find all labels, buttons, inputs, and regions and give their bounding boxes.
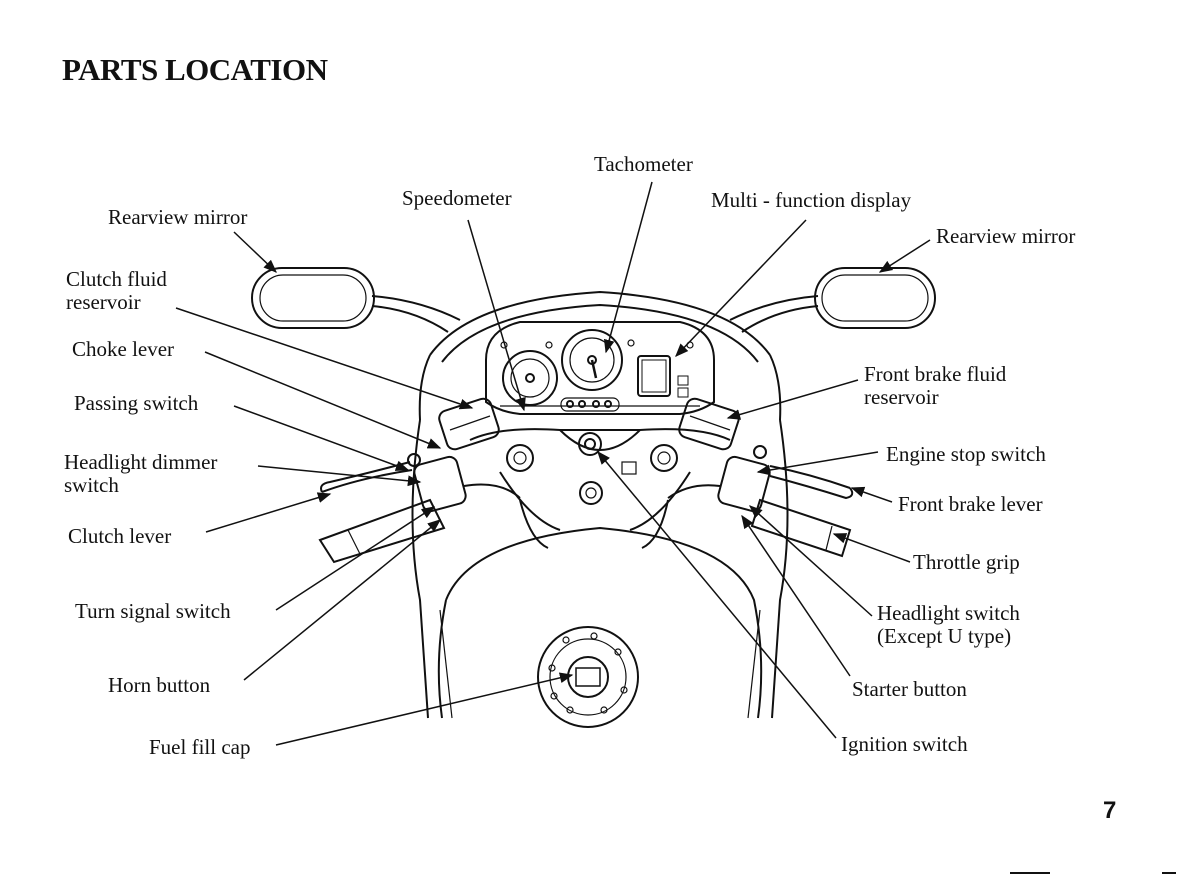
page-number: 7 xyxy=(1103,797,1117,824)
label-turn-signal-switch: Turn signal switch xyxy=(75,599,231,623)
label-headlight-dimmer-switch: Headlight dimmer switch xyxy=(64,451,217,497)
leader-tachometer xyxy=(603,181,653,354)
label-clutch-fluid-reservoir-line2: reservoir xyxy=(66,290,141,314)
label-headlight-switch-line1: Headlight switch xyxy=(877,601,1020,625)
label-starter-button: Starter button xyxy=(852,677,967,701)
leader-rearview-mirror-left xyxy=(233,231,277,273)
label-throttle-grip: Throttle grip xyxy=(913,550,1020,574)
leader-front-brake-lever xyxy=(850,486,893,503)
footer-rule-right xyxy=(1162,872,1176,874)
label-passing-switch: Passing switch xyxy=(74,391,199,415)
label-headlight-dimmer-switch-line2: switch xyxy=(64,473,119,497)
label-front-brake-lever: Front brake lever xyxy=(898,492,1043,516)
fuel-tank-outline xyxy=(445,526,763,719)
label-choke-lever: Choke lever xyxy=(72,337,175,361)
right-mirror-drawing xyxy=(729,267,936,333)
leader-turn-signal-switch xyxy=(275,506,436,611)
label-headlight-switch: Headlight switch (Except U type) xyxy=(877,602,1020,648)
label-fuel-fill-cap: Fuel fill cap xyxy=(149,735,251,759)
label-clutch-lever: Clutch lever xyxy=(68,524,172,548)
label-ignition-switch: Ignition switch xyxy=(841,732,968,756)
leader-fuel-fill-cap xyxy=(275,672,574,746)
instrument-panel-outline xyxy=(485,321,715,415)
label-tachometer: Tachometer xyxy=(594,152,693,176)
label-headlight-switch-line2: (Except U type) xyxy=(877,624,1012,648)
leader-multi-function-display xyxy=(675,219,807,357)
leader-lines xyxy=(175,181,931,746)
leader-choke-lever xyxy=(204,351,442,449)
leader-headlight-dimmer-switch xyxy=(257,465,422,487)
label-engine-stop-switch: Engine stop switch xyxy=(886,442,1046,466)
leader-horn-button xyxy=(243,519,442,681)
leader-front-brake-fluid-reservoir xyxy=(726,379,859,420)
label-clutch-fluid-reservoir: Clutch fluid reservoir xyxy=(66,268,167,314)
label-speedometer: Speedometer xyxy=(402,186,512,210)
label-horn-button: Horn button xyxy=(108,673,211,697)
label-rearview-mirror-left: Rearview mirror xyxy=(108,205,248,229)
footer-rule xyxy=(1010,872,1050,874)
label-front-brake-fluid-reservoir: Front brake fluid reservoir xyxy=(864,363,1006,409)
label-front-brake-fluid-reservoir-line1: Front brake fluid xyxy=(864,362,1007,386)
leader-starter-button xyxy=(741,514,851,677)
leader-throttle-grip xyxy=(832,533,911,563)
label-headlight-dimmer-switch-line1: Headlight dimmer xyxy=(64,450,218,474)
label-rearview-mirror-right: Rearview mirror xyxy=(936,224,1076,248)
leader-headlight-switch xyxy=(748,505,873,617)
label-multi-function-display: Multi - function display xyxy=(711,188,912,212)
leader-engine-stop-switch xyxy=(756,451,879,476)
label-clutch-fluid-reservoir-line1: Clutch fluid xyxy=(66,267,167,291)
leader-passing-switch xyxy=(233,405,410,471)
leader-clutch-fluid-reservoir xyxy=(175,307,474,410)
leader-speedometer xyxy=(467,219,526,412)
leader-ignition-switch xyxy=(597,450,837,739)
left-mirror-drawing xyxy=(251,267,461,333)
leader-rearview-mirror-right xyxy=(878,239,931,273)
page-title: PARTS LOCATION xyxy=(62,52,328,87)
leader-clutch-lever xyxy=(205,492,332,533)
label-front-brake-fluid-reservoir-line2: reservoir xyxy=(864,385,939,409)
motorcycle-drawing xyxy=(251,267,936,728)
